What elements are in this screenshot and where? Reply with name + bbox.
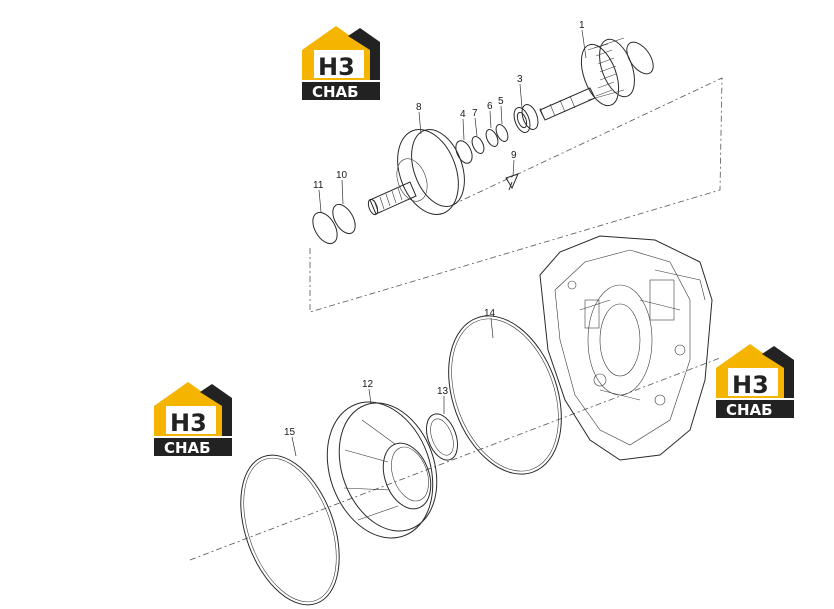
part-ring-upper-right [626, 41, 654, 75]
callout-10: 10 [336, 170, 348, 181]
leader-lines [291, 29, 587, 457]
part-3-bearing [513, 104, 539, 133]
part-12-cover [326, 401, 438, 539]
callout-13: 13 [437, 386, 449, 397]
watermark-logo: Н3 СНАБ [712, 340, 798, 420]
callout-4: 4 [460, 109, 466, 120]
callout-5: 5 [498, 96, 504, 107]
callout-7: 7 [472, 108, 478, 119]
transmission-housing [539, 235, 713, 461]
part-4-ring [455, 140, 473, 164]
callouts: 1 3 4 5 6 7 8 9 10 11 12 13 14 15 [284, 20, 585, 438]
logo-word: СНАБ [312, 83, 359, 101]
logo-graphic: Н3 СНАБ [716, 344, 794, 419]
logo-word: СНАБ [726, 401, 773, 419]
callout-6: 6 [487, 101, 493, 112]
part-6-ring [485, 129, 499, 147]
callout-3: 3 [517, 74, 523, 85]
part-15-large-ring [240, 454, 340, 606]
logo-mark: Н3 [170, 409, 207, 437]
logo-word: СНАБ [164, 439, 211, 457]
part-1-shaft-gear [539, 37, 635, 121]
part-15-large-ring-inner [243, 457, 337, 603]
callout-12: 12 [362, 379, 374, 390]
callout-14: 14 [484, 308, 496, 319]
logo-mark: Н3 [318, 53, 355, 81]
part-5-ring [495, 124, 509, 142]
watermark-logo: Н3 СНАБ [150, 378, 236, 458]
logo-mark: Н3 [732, 371, 769, 399]
watermark-logo: Н3 СНАБ [298, 22, 384, 102]
part-14-large-ring [448, 315, 562, 475]
part-10-ring [332, 203, 356, 235]
callout-8: 8 [416, 102, 422, 113]
logo-graphic: Н3 СНАБ [302, 26, 380, 101]
logo-graphic: Н3 СНАБ [154, 382, 232, 457]
part-13-seal [425, 413, 459, 461]
part-8-housing [367, 129, 465, 216]
part-13-seal-inner [430, 418, 454, 456]
callout-1: 1 [579, 20, 585, 31]
part-14-large-ring-inner [451, 318, 559, 472]
callout-9: 9 [511, 150, 517, 161]
part-7-ring [471, 136, 485, 154]
part-9-bolt [505, 173, 519, 191]
callout-11: 11 [313, 180, 324, 191]
part-11-ring [312, 211, 338, 245]
callout-15: 15 [284, 427, 296, 438]
